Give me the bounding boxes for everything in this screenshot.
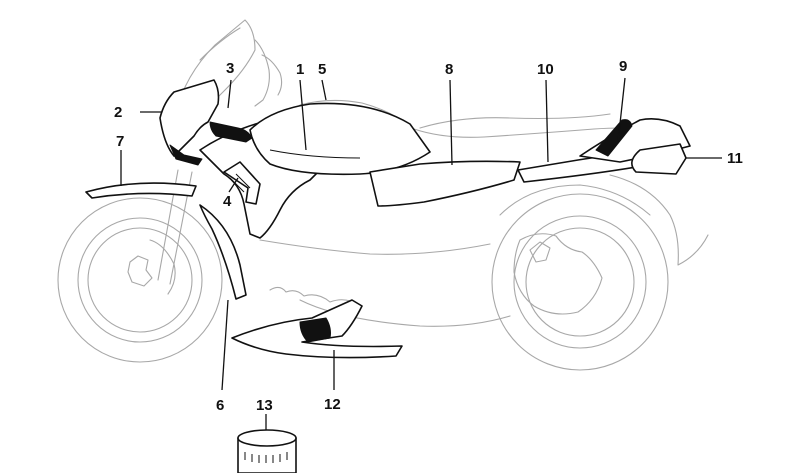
callout-labels: 1 2 3 4 5 6 7 8 9 10 11 12 13 [114,58,743,414]
callout-11: 11 [727,150,743,167]
callout-7: 7 [116,133,124,150]
callout-4: 4 [223,193,232,210]
part-front-fairing [159,79,220,157]
part-lower-side-panel [369,160,521,207]
part-fork-cover [199,204,247,300]
callout-6: 6 [216,397,224,414]
callout-3: 3 [226,60,234,77]
callout-9: 9 [619,58,627,75]
leader-lines [120,77,722,430]
callout-10: 10 [537,61,554,78]
callout-2: 2 [114,104,122,121]
callout-12: 12 [324,396,341,413]
part-bracket [223,161,261,205]
front-tire [57,197,223,363]
part-tank-side [249,102,431,176]
callout-13: 13 [256,397,273,414]
callout-5: 5 [318,61,326,78]
part-sleeve [237,429,297,473]
part-vent-trim [209,121,253,143]
callout-1: 1 [296,61,304,78]
rear-tire [491,193,669,371]
part-tail-trim [595,119,633,157]
callout-8: 8 [445,61,453,78]
part-front-mudguard [85,182,197,199]
highlighted-parts [85,79,691,473]
part-tail-end [631,143,687,175]
